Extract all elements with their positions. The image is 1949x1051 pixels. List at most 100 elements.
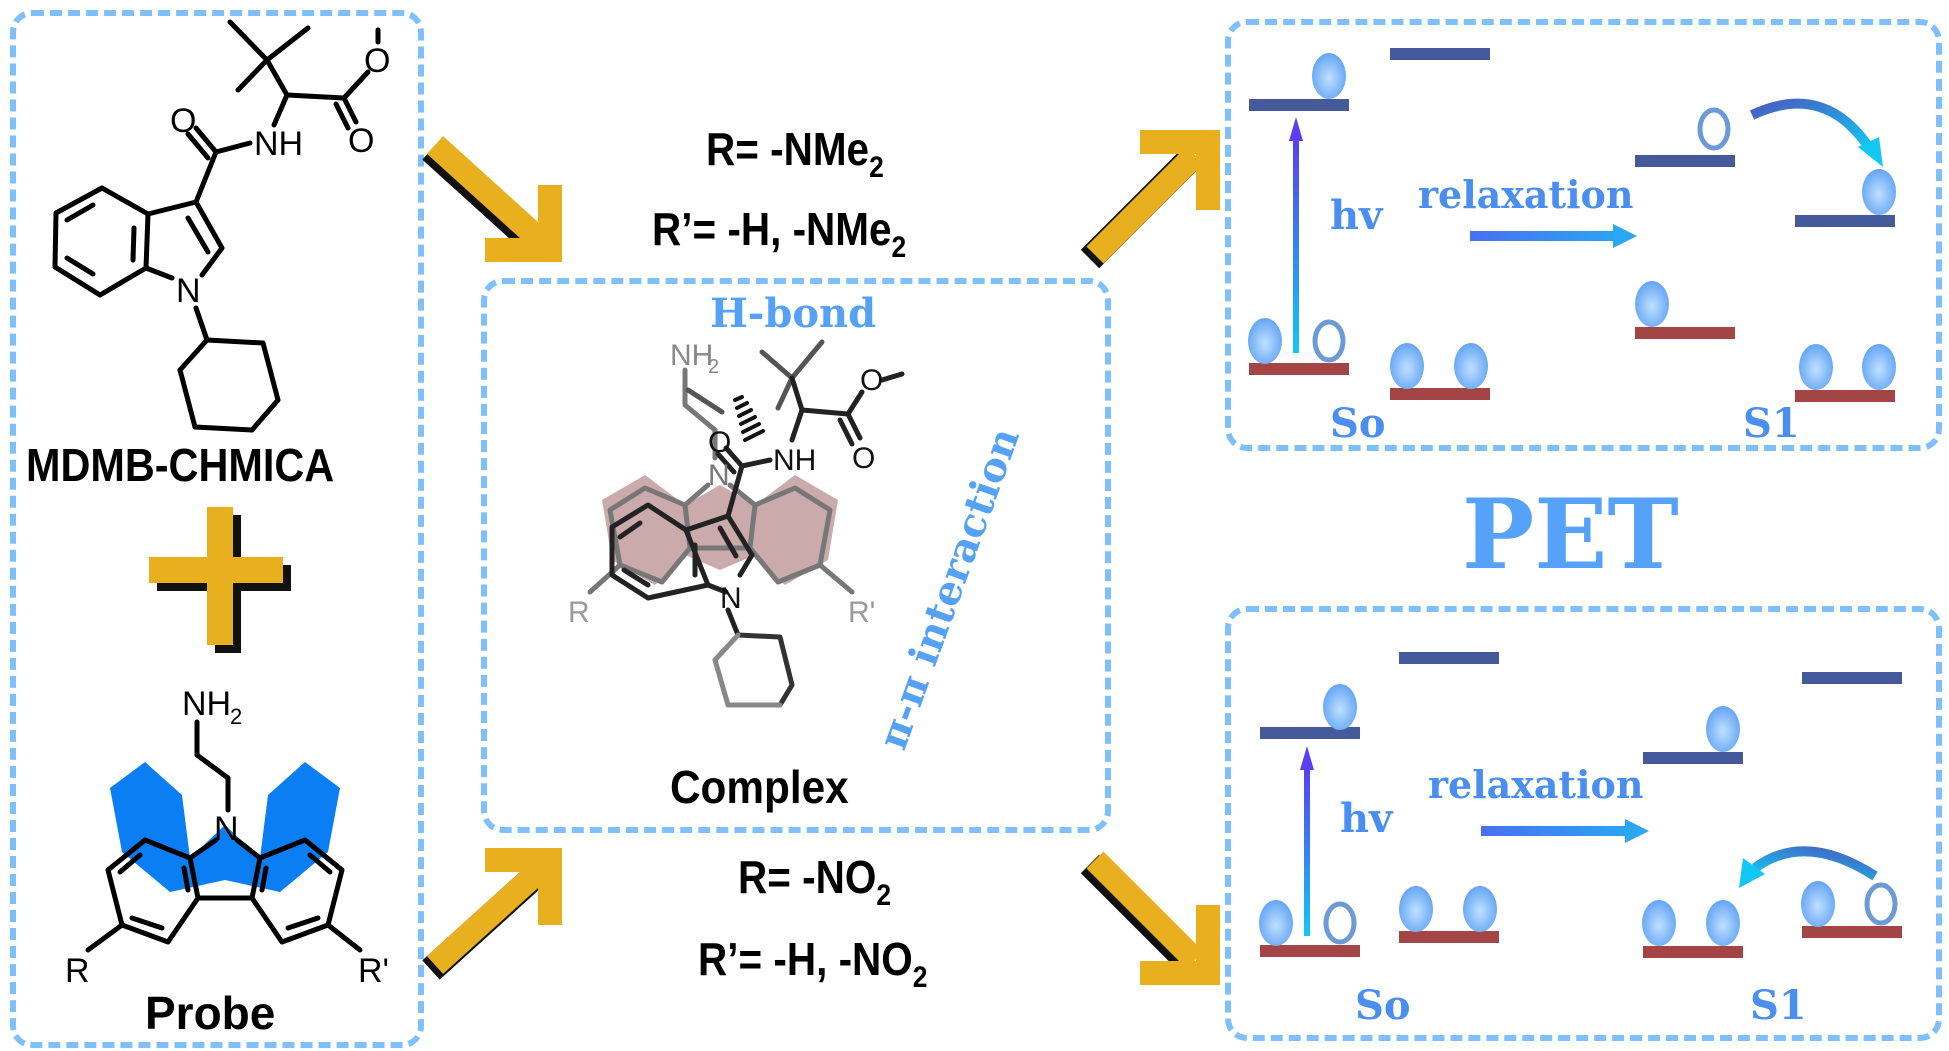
formula-subscript: 2: [891, 231, 907, 264]
electron-transfer-arrow-icon: [1752, 846, 1878, 881]
atom-label: O: [348, 122, 374, 160]
formula-subscript: 2: [912, 961, 928, 994]
hole-icon: [1312, 319, 1346, 363]
energy-level-analyte-lumo: [1390, 48, 1490, 60]
atom-label: O: [170, 102, 196, 140]
energy-level-analyte-lumo: [1399, 652, 1499, 664]
energy-level-analyte-homo: [1390, 388, 1490, 400]
energy-diagram-bottom: [1259, 652, 1902, 958]
probe-name: Probe: [145, 987, 276, 1039]
state-so-top: So: [1330, 400, 1386, 447]
electron-icon: [1799, 344, 1833, 390]
state-s1-bottom: S1: [1750, 982, 1807, 1029]
electron-icon: [1635, 281, 1669, 327]
substituent-r-bottom: R= -NO2: [738, 850, 891, 913]
complex-box: [481, 278, 1111, 833]
hole-icon: [1697, 107, 1731, 151]
excitation-arrow-icon: [1293, 137, 1299, 353]
formula-text: R= -NO: [738, 851, 877, 903]
hv-label-top: hv: [1330, 192, 1383, 239]
arrow-complex-to-bottom-panel-icon: [1080, 851, 1220, 985]
electron-icon: [1399, 886, 1433, 932]
energy-level-analyte-lumo-s1: [1795, 215, 1895, 227]
atom-label: NH: [773, 444, 816, 477]
atom-label: O: [708, 426, 731, 459]
atom-label: R': [848, 596, 875, 629]
energy-panel-bottom: [1225, 606, 1942, 1041]
electron-icon: [1454, 343, 1488, 389]
formula-text: R’= -H, -NO: [698, 933, 913, 985]
complex-structure: NH 2 N O NH O O N R R': [568, 339, 905, 708]
electron-icon: [1642, 900, 1676, 946]
formula-text: R’= -H, -NMe: [652, 203, 892, 255]
complex-name: Complex: [670, 761, 849, 813]
probe-structure: NH 2 N R R': [65, 685, 389, 990]
arrow-complex-to-top-panel-icon: [1080, 130, 1220, 269]
analyte-name: MDMB-CHMICA: [26, 439, 335, 491]
electron-icon: [1312, 53, 1346, 99]
atom-label: 2: [708, 356, 719, 378]
energy-level-probe-lumo-s1: [1643, 752, 1743, 764]
electron-icon: [1862, 344, 1896, 390]
atom-label: 2: [230, 704, 242, 729]
formula-text: R= -NMe: [706, 123, 870, 175]
energy-diagram-top: [1248, 48, 1896, 402]
atom-label: O: [852, 442, 875, 475]
energy-panel-top: [1225, 19, 1942, 451]
atom-label: NH: [254, 125, 303, 163]
energy-level-probe-homo-s1: [1635, 327, 1735, 339]
atom-label: R: [568, 596, 590, 629]
formula-subscript: 2: [876, 879, 892, 912]
atom-label: R': [358, 952, 389, 990]
atom-label: N: [176, 272, 201, 310]
atom-label: O: [364, 42, 390, 80]
electron-icon: [1706, 900, 1740, 946]
atom-label: R: [65, 952, 90, 990]
electron-icon: [1706, 706, 1740, 752]
relaxation-arrow-icon: [1470, 231, 1620, 241]
relaxation-arrow-icon: [1481, 826, 1631, 836]
electron-icon: [1390, 343, 1424, 389]
atom-label: NH: [182, 685, 231, 723]
electron-transfer-arrow-icon: [1749, 98, 1875, 152]
atom-label: N: [214, 810, 239, 848]
pet-title: PET: [1462, 478, 1679, 591]
hole-icon: [1864, 882, 1898, 926]
reactants-box: [10, 10, 424, 1048]
electron-icon: [1259, 900, 1293, 946]
substituent-r-top: R= -NMe2: [706, 122, 884, 185]
hole-icon: [1323, 901, 1357, 945]
arrow-probe-to-complex-icon: [422, 848, 562, 980]
electron-icon: [1248, 318, 1282, 364]
atom-label: O: [860, 364, 883, 397]
hv-label-bottom: hv: [1340, 795, 1393, 842]
energy-level-probe-lumo: [1249, 99, 1349, 111]
atom-label: N: [720, 582, 742, 615]
state-s1-top: S1: [1743, 400, 1800, 447]
electron-icon: [1862, 169, 1896, 215]
arrow-analyte-to-complex-icon: [422, 136, 562, 262]
plus-icon: [149, 507, 291, 653]
energy-level-probe-lumo: [1260, 727, 1360, 739]
energy-level-probe-homo: [1260, 945, 1360, 957]
energy-level-probe-lumo-s1: [1635, 155, 1735, 167]
atom-label: NH: [670, 339, 713, 372]
energy-level-analyte-lumo-s1: [1802, 672, 1902, 684]
atom-label: N: [708, 459, 730, 492]
energy-level-analyte-homo-s1: [1795, 390, 1895, 402]
mdmb-chmica-structure: O NH O O N: [52, 19, 390, 433]
electron-icon: [1801, 881, 1835, 927]
substituent-rprime-top: R’= -H, -NMe2: [652, 202, 906, 265]
energy-level-probe-homo-s1: [1643, 946, 1743, 958]
energy-level-analyte-homo: [1399, 931, 1499, 943]
relaxation-label-bottom: relaxation: [1428, 762, 1644, 807]
relaxation-label-top: relaxation: [1418, 172, 1634, 217]
energy-level-analyte-homo-s1: [1802, 926, 1902, 938]
excitation-arrow-icon: [1304, 766, 1310, 936]
electron-icon: [1323, 684, 1357, 730]
hbond-label: H-bond: [710, 290, 877, 337]
state-so-bottom: So: [1355, 982, 1411, 1029]
substituent-rprime-bottom: R’= -H, -NO2: [698, 932, 927, 995]
energy-level-probe-homo: [1249, 363, 1349, 375]
formula-subscript: 2: [869, 151, 884, 184]
